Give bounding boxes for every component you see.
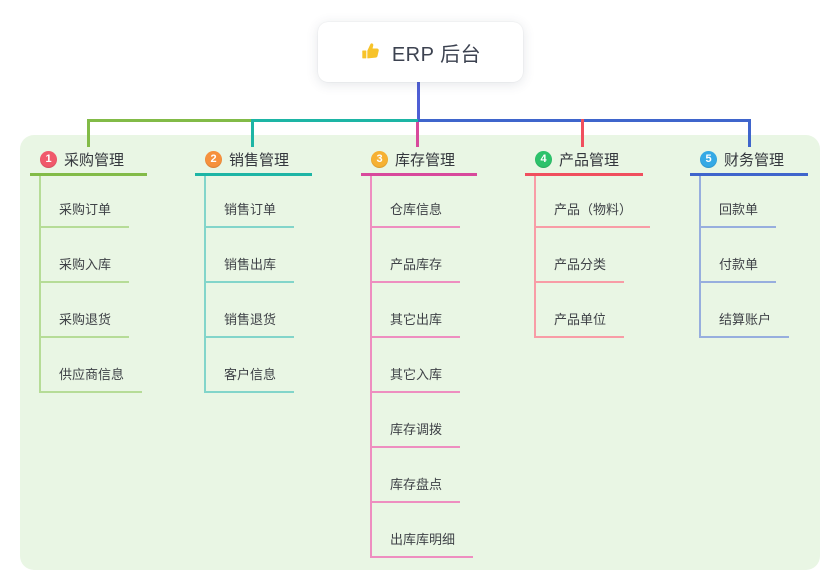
child-connector-line [39, 176, 41, 393]
root-connector-line [417, 81, 420, 121]
child-node[interactable]: 产品库存 [370, 228, 461, 283]
child-node[interactable]: 销售订单 [204, 173, 295, 228]
root-node[interactable]: ERP 后台 [318, 22, 523, 82]
drop-line-product [581, 119, 584, 147]
branch-node-finance[interactable]: 5 财务管理 [690, 146, 808, 176]
branch-label: 销售管理 [229, 152, 290, 169]
child-label: 库存调拨 [390, 422, 443, 437]
drop-line-sales [251, 119, 254, 147]
branch-label: 产品管理 [559, 152, 620, 169]
child-label: 产品单位 [554, 312, 607, 327]
child-node[interactable]: 库存盘点 [370, 448, 461, 503]
root-label: ERP 后台 [391, 43, 482, 66]
child-label: 销售出库 [224, 257, 277, 272]
branch-label: 采购管理 [64, 152, 125, 169]
branch-label: 库存管理 [395, 152, 456, 169]
child-node[interactable]: 采购订单 [39, 173, 130, 228]
branch-node-inventory[interactable]: 3 库存管理 [361, 146, 477, 176]
badge-number-3: 3 [371, 151, 388, 168]
child-connector-line [370, 176, 372, 558]
child-label: 采购退货 [59, 312, 112, 327]
branch-label: 财务管理 [724, 152, 785, 169]
thumbs-up-icon [360, 41, 382, 63]
child-label: 客户信息 [224, 367, 277, 382]
branch-node-sales[interactable]: 2 销售管理 [195, 146, 312, 176]
child-label: 库存盘点 [390, 477, 443, 492]
bus-segment-sales [252, 119, 418, 122]
bus-segment-finance [418, 119, 751, 122]
child-label: 产品（物料） [554, 202, 633, 217]
badge-number-1: 1 [40, 151, 57, 168]
branch-finance: 5 财务管理 回款单 付款单 结算账户 [690, 146, 808, 338]
child-node[interactable]: 回款单 [699, 173, 777, 228]
branch-product: 4 产品管理 产品（物料） 产品分类 产品单位 [525, 146, 651, 338]
badge-number-5: 5 [700, 151, 717, 168]
child-node[interactable]: 其它出库 [370, 283, 461, 338]
child-label: 结算账户 [719, 312, 772, 327]
child-node[interactable]: 产品单位 [534, 283, 625, 338]
child-label: 销售订单 [224, 202, 277, 217]
child-label: 供应商信息 [59, 367, 125, 382]
child-node[interactable]: 产品分类 [534, 228, 625, 283]
branch-inventory: 3 库存管理 仓库信息 产品库存 其它出库 其它入库 库存调拨 库存盘点 出库库… [361, 146, 477, 558]
child-connector-line [204, 176, 206, 393]
child-label: 出库库明细 [390, 532, 456, 547]
child-label: 销售退货 [224, 312, 277, 327]
child-node[interactable]: 库存调拨 [370, 393, 461, 448]
child-node[interactable]: 采购退货 [39, 283, 130, 338]
child-connector-line [699, 176, 701, 338]
child-label: 付款单 [719, 257, 759, 272]
child-label: 采购订单 [59, 202, 112, 217]
child-connector-line [534, 176, 536, 338]
child-node[interactable]: 供应商信息 [39, 338, 143, 393]
child-node[interactable]: 产品（物料） [534, 173, 651, 228]
bus-segment-purchase [87, 119, 253, 122]
child-node[interactable]: 其它入库 [370, 338, 461, 393]
drop-line-purchase [87, 119, 90, 147]
child-label: 其它入库 [390, 367, 443, 382]
child-node[interactable]: 销售出库 [204, 228, 295, 283]
child-node[interactable]: 结算账户 [699, 283, 790, 338]
child-label: 产品库存 [390, 257, 443, 272]
branches-panel [20, 135, 820, 570]
branch-sales: 2 销售管理 销售订单 销售出库 销售退货 客户信息 [195, 146, 312, 393]
branch-node-purchase[interactable]: 1 采购管理 [30, 146, 147, 176]
child-label: 其它出库 [390, 312, 443, 327]
child-node[interactable]: 付款单 [699, 228, 777, 283]
child-label: 回款单 [719, 202, 759, 217]
child-label: 产品分类 [554, 257, 607, 272]
branch-purchase: 1 采购管理 采购订单 采购入库 采购退货 供应商信息 [30, 146, 147, 393]
child-label: 采购入库 [59, 257, 112, 272]
child-node[interactable]: 销售退货 [204, 283, 295, 338]
child-node[interactable]: 采购入库 [39, 228, 130, 283]
child-label: 仓库信息 [390, 202, 443, 217]
badge-number-4: 4 [535, 151, 552, 168]
child-node[interactable]: 仓库信息 [370, 173, 461, 228]
child-node[interactable]: 客户信息 [204, 338, 295, 393]
badge-number-2: 2 [205, 151, 222, 168]
drop-line-inventory [416, 122, 419, 147]
branch-node-product[interactable]: 4 产品管理 [525, 146, 643, 176]
drop-line-finance [748, 119, 751, 147]
child-node[interactable]: 出库库明细 [370, 503, 474, 558]
